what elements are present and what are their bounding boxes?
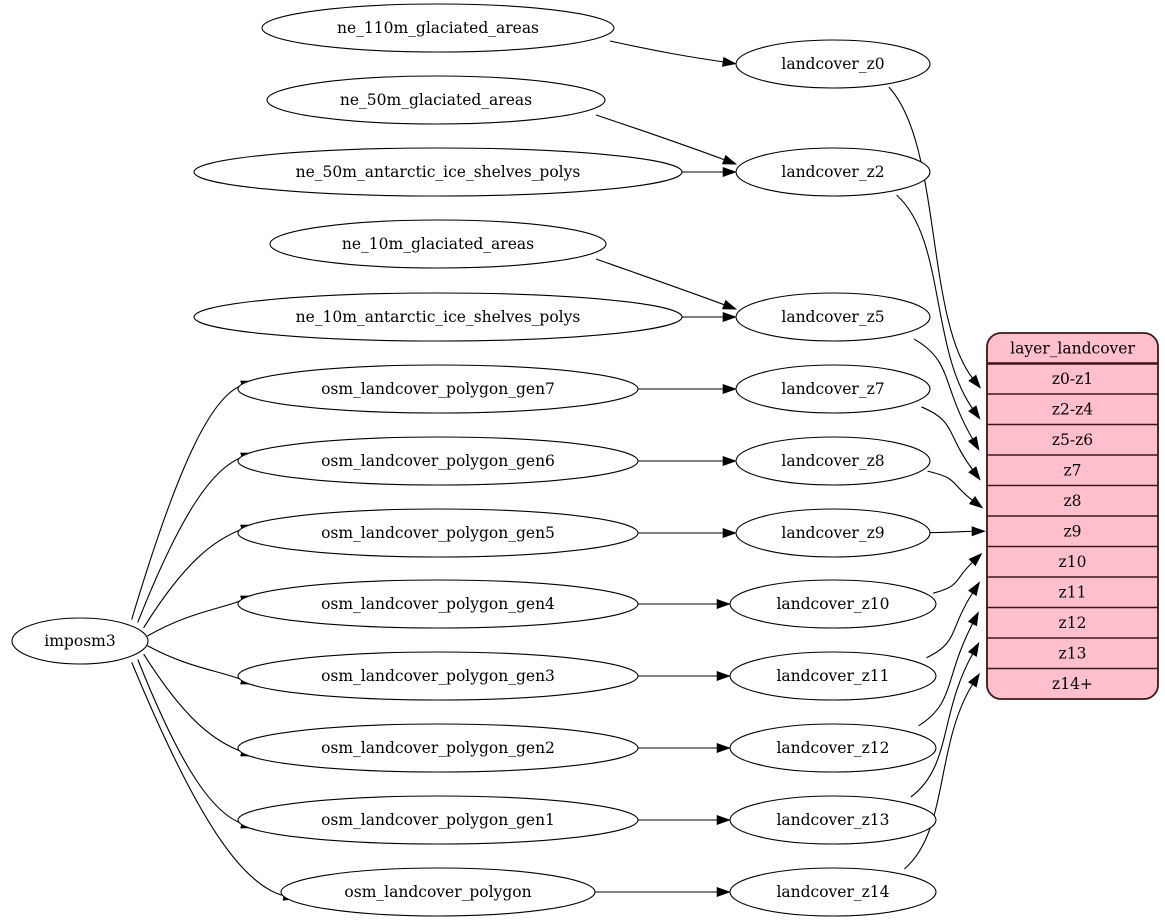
edge-gen4-z10-arrow (716, 598, 731, 610)
edge-ne110-z0 (609, 40, 725, 63)
node-osm_landcover_polygon_gen7[interactable]: osm_landcover_polygon_gen7 (237, 364, 639, 414)
edge-imposm3-gen6 (137, 456, 244, 623)
edge-ne10ant-z5-arrow (722, 311, 737, 323)
node-ellipse-ne_10m_antarctic_ice_shelves_polys (193, 292, 683, 342)
node-imposm3[interactable]: imposm3 (11, 617, 149, 665)
edge-landcover_z9-row5 (929, 530, 974, 534)
node-ellipse-osm_landcover_polygon_gen7 (237, 364, 639, 414)
edge-imposm3-polygon (131, 662, 286, 897)
edge-landcover_z0-row0 (888, 86, 974, 380)
edge-polygon-z14-arrow (716, 886, 731, 898)
node-ne_50m_glaciated_areas[interactable]: ne_50m_glaciated_areas (266, 75, 606, 125)
node-ellipse-osm_landcover_polygon (280, 867, 596, 917)
node-ellipse-imposm3 (11, 617, 149, 665)
node-landcover_z12[interactable]: landcover_z12 (729, 723, 937, 773)
node-landcover_z0[interactable]: landcover_z0 (735, 39, 931, 89)
edge-landcover_z8-row4-arrow (968, 495, 984, 509)
edge-landcover_z14-row10 (904, 683, 974, 870)
node-ellipse-osm_landcover_polygon_gen1 (237, 795, 639, 845)
edge-landcover_z2-row1 (896, 194, 974, 410)
node-ellipse-ne_10m_glaciated_areas (269, 219, 607, 269)
edge-landcover_z7-row3-arrow (968, 466, 981, 481)
node-landcover_z11[interactable]: landcover_z11 (729, 651, 937, 701)
node-ellipse-landcover_z12 (729, 723, 937, 773)
node-ellipse-landcover_z9 (735, 508, 931, 558)
edge-landcover_z2-row1-arrow (968, 405, 981, 420)
node-ellipse-landcover_z7 (735, 364, 931, 414)
edge-gen7-z7-arrow (722, 383, 737, 395)
node-ellipse-landcover_z8 (735, 436, 931, 486)
edge-ne10glac-z5 (595, 258, 726, 306)
edge-landcover_z11-row7-arrow (968, 581, 980, 597)
node-ellipse-osm_landcover_polygon_gen4 (237, 579, 639, 629)
node-ne_10m_glaciated_areas[interactable]: ne_10m_glaciated_areas (269, 219, 607, 269)
node-landcover_z10[interactable]: landcover_z10 (729, 579, 937, 629)
node-ellipse-osm_landcover_polygon_gen5 (237, 508, 639, 558)
edge-landcover_z11-row7 (926, 591, 974, 659)
node-ellipse-landcover_z13 (729, 795, 937, 845)
edge-landcover_z12-row8-arrow (967, 611, 979, 627)
edge-imposm3-gen5 (143, 528, 244, 629)
edge-ne50glac-z2 (595, 114, 726, 161)
node-landcover_z2[interactable]: landcover_z2 (735, 147, 931, 197)
edge-landcover_z7-row3 (921, 406, 974, 471)
edge-imposm3-gen7 (131, 384, 244, 620)
node-ellipse-landcover_z0 (735, 39, 931, 89)
node-ellipse-ne_50m_glaciated_areas (266, 75, 606, 125)
edge-landcover_z5-row2 (913, 338, 974, 441)
node-ne_110m_glaciated_areas[interactable]: ne_110m_glaciated_areas (261, 3, 615, 53)
node-landcover_z9[interactable]: landcover_z9 (735, 508, 931, 558)
edge-landcover_z14-row10-arrow (968, 672, 980, 688)
node-ellipse-landcover_z2 (735, 147, 931, 197)
node-ellipse-osm_landcover_polygon_gen6 (237, 436, 639, 486)
edge-ne50ant-z2-arrow (722, 166, 737, 178)
edge-gen5-z9-arrow (722, 527, 737, 539)
edge-ne50glac-z2-arrow (722, 154, 738, 165)
edge-landcover_z10-row6-arrow (968, 552, 983, 567)
edge-landcover_z13-row9-arrow (967, 642, 980, 657)
node-ellipse-landcover_z14 (729, 867, 937, 917)
edge-landcover_z13-row9 (910, 652, 974, 798)
node-ellipse-osm_landcover_polygon_gen2 (237, 723, 639, 773)
node-landcover_z8[interactable]: landcover_z8 (735, 436, 931, 486)
edge-landcover_z5-row2-arrow (968, 436, 980, 451)
node-landcover_z5[interactable]: landcover_z5 (735, 292, 931, 342)
node-ellipse-landcover_z11 (729, 651, 937, 701)
edge-ne110-z0-arrow (721, 56, 737, 67)
layer-landcover-table: layer_landcoverz0-z1z2-z4z5-z6z7z8z9z10z… (986, 332, 1159, 700)
nodes-layer: imposm3 ne_110m_glaciated_areas ne_50m_gla… (11, 3, 937, 917)
edge-gen6-z8-arrow (722, 455, 737, 467)
edge-gen1-z13-arrow (716, 814, 731, 826)
edge-landcover_z9-row5-arrow (971, 526, 986, 537)
edge-ne10glac-z5-arrow (722, 299, 738, 310)
node-osm_landcover_polygon_gen1[interactable]: osm_landcover_polygon_gen1 (237, 795, 639, 845)
node-ne_10m_antarctic_ice_shelves_polys[interactable]: ne_10m_antarctic_ice_shelves_polys (193, 292, 683, 342)
edge-imposm3-gen1 (137, 659, 244, 825)
node-ellipse-landcover_z5 (735, 292, 931, 342)
edge-imposm3-gen2 (143, 653, 244, 753)
node-ellipse-osm_landcover_polygon_gen3 (237, 651, 639, 701)
edge-imposm3-gen4 (147, 599, 244, 637)
edge-landcover_z0-row0-arrow (968, 374, 982, 389)
node-osm_landcover_polygon_gen4[interactable]: osm_landcover_polygon_gen4 (237, 579, 639, 629)
edge-imposm3-gen3 (147, 645, 244, 681)
node-osm_landcover_polygon_gen5[interactable]: osm_landcover_polygon_gen5 (237, 508, 639, 558)
edge-landcover_z12-row8 (918, 622, 974, 727)
node-landcover_z14[interactable]: landcover_z14 (729, 867, 937, 917)
node-landcover_z13[interactable]: landcover_z13 (729, 795, 937, 845)
node-osm_landcover_polygon[interactable]: osm_landcover_polygon (280, 867, 596, 917)
node-osm_landcover_polygon_gen6[interactable]: osm_landcover_polygon_gen6 (237, 436, 639, 486)
node-osm_landcover_polygon_gen2[interactable]: osm_landcover_polygon_gen2 (237, 723, 639, 773)
node-ellipse-landcover_z10 (729, 579, 937, 629)
node-ne_50m_antarctic_ice_shelves_polys[interactable]: ne_50m_antarctic_ice_shelves_polys (193, 147, 683, 197)
node-ellipse-ne_110m_glaciated_areas (261, 3, 615, 53)
node-osm_landcover_polygon_gen3[interactable]: osm_landcover_polygon_gen3 (237, 651, 639, 701)
edge-landcover_z10-row6 (933, 561, 974, 594)
edge-landcover_z8-row4 (927, 470, 974, 502)
node-ellipse-ne_50m_antarctic_ice_shelves_polys (193, 147, 683, 197)
edge-gen3-z11-arrow (716, 670, 731, 682)
edge-gen2-z12-arrow (716, 742, 731, 754)
node-landcover_z7[interactable]: landcover_z7 (735, 364, 931, 414)
